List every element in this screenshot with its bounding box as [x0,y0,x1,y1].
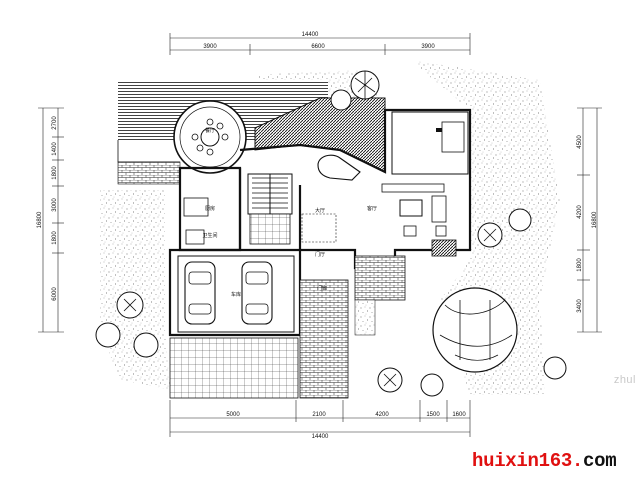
bottom-dimension: 5000 2100 4200 1500 1600 14400 [169,400,471,440]
right-seg-3: 1800 [577,258,583,272]
bottom-seg-4: 1500 [426,412,440,418]
piano [317,154,361,181]
tree-2 [330,89,352,111]
kitchen-block: 厨房 卫生间 [183,197,218,245]
right-seg-2: 4200 [577,205,583,219]
room-kitchen: 厨房 [205,205,215,212]
top-seg-1: 3900 [203,44,217,50]
walkway-brick [299,279,349,399]
right-total-dim: 16800 [592,211,598,228]
tree-10 [543,356,567,380]
right-seg-4: 3400 [577,299,583,313]
tree-7 [133,332,159,358]
top-dimension: 14400 3900 6600 3900 [169,32,471,55]
car-left [184,261,216,325]
room-porch: 门廊 [317,285,327,292]
brand-name: huixin163 [472,450,572,472]
living-furniture: 客厅 [367,183,457,257]
left-dimension: 16800 2700 1400 1800 3000 1800 6000 [37,107,64,333]
tree-4 [508,208,532,232]
tree-9 [420,373,444,397]
bottom-seg-5: 1600 [452,412,466,418]
left-seg-3: 1800 [52,166,58,180]
bottom-seg-3: 4200 [375,412,389,418]
tree-6 [95,322,121,348]
brick-strip-left [117,161,181,185]
side-path [354,299,376,336]
staircase [247,173,293,245]
left-seg-6: 6000 [52,287,58,301]
left-seg-1: 2700 [52,116,58,130]
car-right [241,261,273,325]
tree-large [432,287,518,373]
left-seg-2: 1400 [52,142,58,156]
room-hall: 大厅 [315,207,325,214]
right-dimension: 4500 4200 1800 3400 16800 [577,107,602,333]
top-seg-2: 6600 [311,44,325,50]
top-total-dim: 14400 [302,32,319,38]
room-living: 客厅 [367,205,377,212]
bedroom-top-right [391,111,469,175]
brand-url[interactable]: huixin163.com [472,450,617,472]
watermark-text: zhul [613,374,636,386]
bottom-total-dim: 14400 [312,434,329,440]
right-seg-1: 4500 [577,135,583,149]
brand-tld: com [583,450,617,472]
bottom-seg-2: 2100 [312,412,326,418]
bottom-seg-1: 5000 [226,412,240,418]
left-total-dim: 16800 [37,211,43,228]
driveway-paving [169,337,299,399]
round-gazebo: 餐厅 [173,100,247,174]
garage: 车库 [177,255,295,333]
room-dining: 餐厅 [205,127,215,134]
tree-canopy-detail [123,71,513,387]
room-bath: 卫生间 [202,232,217,239]
top-seg-3: 3900 [421,44,435,50]
room-entry: 门厅 [315,251,325,258]
hall-entry: 大厅 门厅 [301,207,337,258]
left-seg-4: 3000 [52,198,58,212]
room-garage: 车库 [231,291,241,298]
left-seg-5: 1800 [52,231,58,245]
porch-brick [354,255,406,301]
brand-dot: . [571,450,584,472]
